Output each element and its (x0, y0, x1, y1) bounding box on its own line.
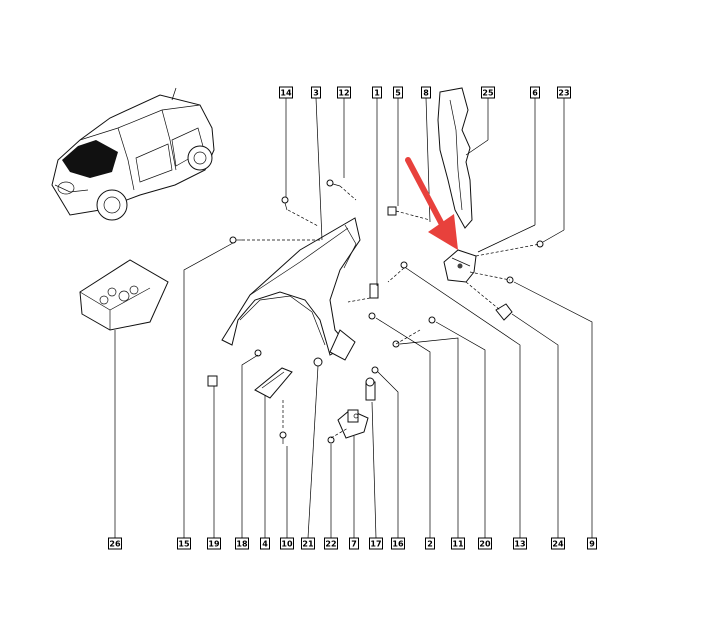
screw-icon (313, 357, 323, 367)
clip-icon (207, 375, 218, 387)
part-number-text: 8 (423, 89, 429, 98)
part-label-24: 24 (551, 537, 565, 550)
screw-icon (229, 236, 242, 244)
part-label-21: 21 (301, 537, 315, 550)
part-number-text: 12 (338, 89, 349, 98)
part-label-25: 25 (481, 86, 495, 99)
part-label-2: 2 (425, 537, 435, 550)
hood-highlight (62, 140, 118, 178)
part-label-26: 26 (108, 537, 122, 550)
top-part-labels: 14 3 12 1 5 8 25 6 23 (279, 86, 571, 99)
part-number-text: 14 (280, 89, 292, 98)
part-number-text: 1 (374, 89, 380, 98)
screw-icon (428, 316, 436, 324)
part-number-text: 2 (427, 540, 433, 549)
part-label-9: 9 (587, 537, 597, 550)
part-label-20: 20 (478, 537, 492, 550)
part-label-23: 23 (557, 86, 571, 99)
screw-icon (281, 196, 289, 211)
part-label-11: 11 (451, 537, 465, 550)
part-label-12: 12 (337, 86, 351, 99)
support-bracket (337, 409, 369, 439)
part-label-1: 1 (372, 86, 382, 99)
fender-panel (221, 217, 361, 361)
hinge-bracket (254, 367, 293, 399)
bottom-part-labels: 26 15 19 18 4 10 21 22 7 17 16 2 11 20 13 24 9 (108, 537, 597, 550)
part-label-16: 16 (391, 537, 405, 550)
part-number-text: 23 (558, 89, 569, 98)
clip-icon (365, 377, 376, 401)
part-label-4: 4 (260, 537, 270, 550)
car-illustration (51, 87, 215, 221)
part-label-7: 7 (349, 537, 359, 550)
arch-liner-panel (437, 87, 473, 229)
leader-lines (183, 97, 593, 539)
part-number-text: 19 (208, 540, 220, 549)
part-number-text: 9 (589, 540, 595, 549)
part-number-text: 20 (479, 540, 491, 549)
part-number-text: 24 (552, 540, 564, 549)
screw-icon (327, 436, 335, 444)
part-label-5: 5 (393, 86, 403, 99)
part-number-text: 25 (482, 89, 494, 98)
screws (207, 179, 544, 444)
part-number-text: 18 (236, 540, 248, 549)
part-number-text: 16 (392, 540, 404, 549)
part-label-15: 15 (177, 537, 191, 550)
screw-icon (368, 312, 376, 320)
part-number-text: 17 (370, 540, 381, 549)
part-number-text: 5 (395, 89, 401, 98)
bracket (443, 249, 477, 283)
screw-icon (371, 366, 379, 374)
part-label-22: 22 (324, 537, 338, 550)
screw-icon (254, 349, 262, 357)
part-label-10: 10 (280, 537, 294, 550)
part-label-14: 14 (279, 86, 293, 99)
part-number-text: 26 (109, 540, 121, 549)
screw-icon (400, 261, 408, 269)
clip-icon (369, 283, 379, 299)
part-label-8: 8 (421, 86, 431, 99)
part-number-text: 10 (281, 540, 293, 549)
part-label-6: 6 (530, 86, 540, 99)
part-number-text: 15 (178, 540, 190, 549)
part-number-text: 7 (351, 540, 357, 549)
part-number-text: 3 (313, 89, 319, 98)
part-number-text: 11 (452, 540, 464, 549)
assembly-lines (242, 185, 541, 439)
screw-icon (326, 179, 341, 187)
part-number-text: 4 (262, 540, 268, 549)
part-label-19: 19 (207, 537, 221, 550)
part-label-18: 18 (235, 537, 249, 550)
part-label-17: 17 (369, 537, 383, 550)
part-label-13: 13 (513, 537, 527, 550)
parts-kit-box-icon (79, 259, 169, 538)
highlight-arrow (405, 157, 458, 250)
clip-icon (387, 206, 397, 216)
part-number-text: 21 (302, 540, 314, 549)
part-number-text: 6 (532, 89, 538, 98)
part-number-text: 13 (514, 540, 525, 549)
part-number-text: 22 (325, 540, 336, 549)
part-label-3: 3 (311, 86, 321, 99)
clip-icon (495, 303, 513, 321)
screw-icon (279, 431, 287, 444)
